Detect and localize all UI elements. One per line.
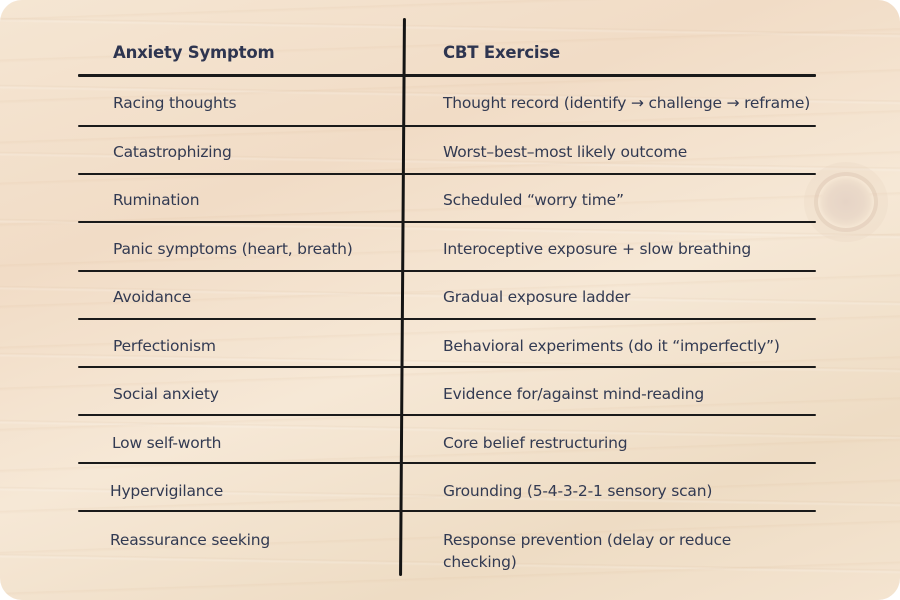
- row-divider: [78, 270, 816, 272]
- exercise-cell: Evidence for/against mind-reading: [443, 385, 704, 403]
- symptom-cell: Low self-worth: [112, 434, 222, 452]
- symptom-cell: Racing thoughts: [113, 94, 237, 112]
- exercise-cell: Grounding (5-4-3-2-1 sensory scan): [443, 482, 713, 500]
- symptom-cell: Perfectionism: [113, 337, 216, 355]
- row-divider: [78, 414, 816, 416]
- symptom-cell: Catastrophizing: [113, 143, 232, 161]
- exercise-cell: Response prevention (delay or reduce che…: [443, 531, 732, 571]
- row-divider: [78, 221, 816, 223]
- header-divider: [78, 74, 816, 77]
- exercise-cell: Gradual exposure ladder: [443, 288, 631, 306]
- wood-knot-decoration: [818, 176, 874, 228]
- row-divider: [78, 366, 816, 368]
- symptom-cell: Avoidance: [113, 288, 192, 306]
- symptom-cell: Social anxiety: [113, 385, 219, 403]
- symptom-cell: Hypervigilance: [110, 482, 224, 500]
- column-divider: [399, 18, 406, 576]
- exercise-cell: Worst–best–most likely outcome: [443, 143, 688, 161]
- header-cbt-exercise: CBT Exercise: [443, 43, 560, 62]
- exercise-cell: Scheduled “worry time”: [443, 191, 624, 209]
- exercise-cell: Behavioral experiments (do it “imperfect…: [443, 337, 780, 355]
- row-divider: [78, 173, 816, 175]
- row-divider: [78, 462, 816, 464]
- symptom-cell: Rumination: [113, 191, 200, 209]
- header-anxiety-symptom: Anxiety Symptom: [113, 43, 275, 62]
- row-divider: [78, 318, 816, 320]
- symptom-cell: Reassurance seeking: [110, 531, 271, 549]
- row-divider: [78, 125, 816, 127]
- exercise-cell: Core belief restructuring: [443, 434, 628, 452]
- row-divider: [78, 510, 816, 512]
- exercise-cell: Thought record (identify → challenge → r…: [443, 94, 811, 112]
- exercise-cell: Interoceptive exposure + slow breathing: [443, 240, 751, 258]
- symptom-cell: Panic symptoms (heart, breath): [113, 240, 353, 258]
